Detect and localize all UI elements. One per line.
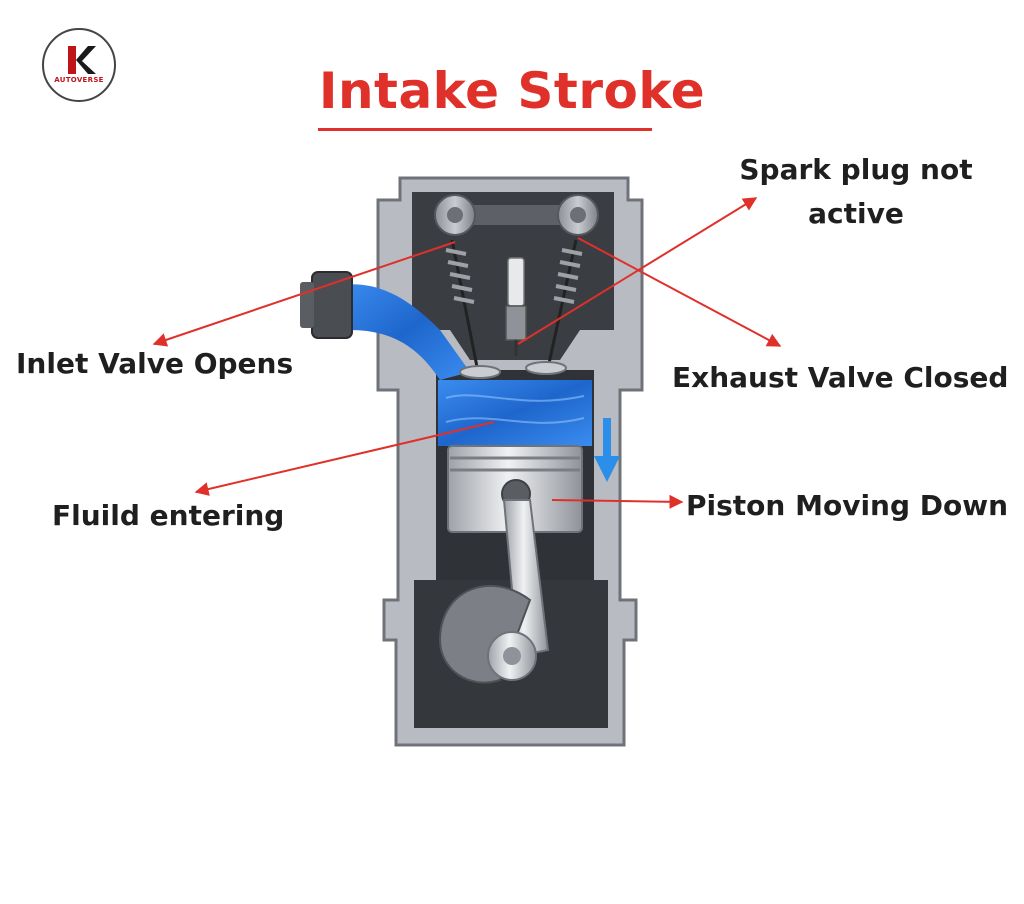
intake-port: [340, 284, 470, 380]
label-spark-plug-line1: Spark plug not: [739, 153, 973, 186]
label-spark-plug-line2: active: [808, 197, 904, 230]
arrow-spark-plug: [517, 197, 758, 345]
piston: [447, 445, 583, 533]
brand-logo: AUTOVERSE: [42, 28, 116, 102]
label-fluid-entering: Fluild entering: [52, 499, 285, 532]
arrow-inlet-valve: [152, 241, 456, 347]
label-exhaust-valve: Exhaust Valve Closed: [672, 361, 1009, 394]
crankshaft: [438, 584, 537, 684]
exhaust-valve: [546, 239, 578, 369]
logo-text: AUTOVERSE: [54, 76, 104, 84]
spark-plug: [505, 257, 527, 356]
label-spark-plug: Spark plug not active: [700, 148, 1012, 236]
arrow-piston: [551, 494, 684, 509]
piston-direction-arrow: [594, 418, 620, 482]
logo-k-icon: [68, 46, 96, 74]
label-piston-moving: Piston Moving Down: [686, 489, 1009, 522]
arrow-fluid: [194, 421, 495, 496]
label-inlet-valve: Inlet Valve Opens: [16, 347, 294, 380]
page-title: Intake Stroke: [318, 62, 706, 120]
cylinder-fluid: [438, 380, 592, 446]
arrow-exhaust-valve: [577, 237, 782, 347]
title-underline: [318, 128, 652, 131]
